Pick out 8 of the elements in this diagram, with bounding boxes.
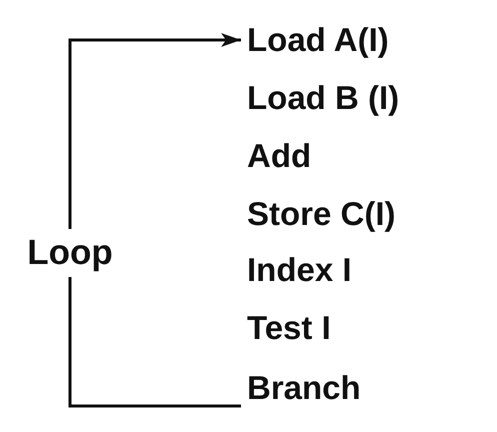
instruction-text: Load B (I) [247, 78, 400, 118]
instruction-text: Test I [247, 308, 331, 348]
instruction-text: Store C(I) [247, 194, 396, 234]
instruction-text: Load A(I) [247, 20, 389, 60]
instruction-text: Index I [247, 250, 352, 290]
loop-arrow [68, 33, 241, 408]
instruction-text: Add [247, 136, 312, 176]
instruction-text: Branch [247, 368, 361, 408]
